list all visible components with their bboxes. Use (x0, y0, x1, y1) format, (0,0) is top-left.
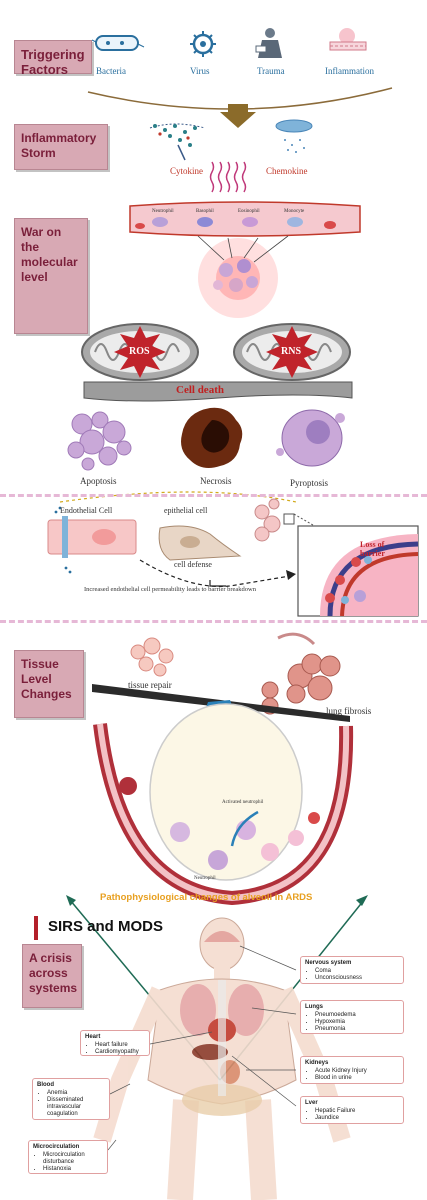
organ-box-lungs: Lungs Pneumoedema Hypoxemia Pneumonia (300, 1000, 404, 1034)
organ-item: Hypoxemia (315, 1019, 399, 1026)
rns-label: RNS (281, 346, 302, 357)
section-crisis-systems: A crisis across systems (22, 944, 82, 1008)
organ-item: Coma (315, 968, 399, 975)
organ-item: Pneumonia (315, 1026, 399, 1033)
organ-title-liver: Lver (305, 1100, 318, 1106)
apoptosis-label: Apoptosis (80, 476, 117, 486)
tissue-repair-icon (130, 637, 174, 677)
section-inflammatory-storm: Inflammatory Storm (14, 124, 108, 170)
chemokine-icon (275, 119, 313, 153)
organ-title-lungs: Lungs (305, 1004, 323, 1010)
inflammation-glow (198, 238, 278, 318)
pyroptosis-icon (276, 409, 345, 467)
pyroptosis-label: Pyroptosis (290, 478, 329, 488)
section-divider-1 (0, 494, 427, 497)
organ-item: Jaundice (315, 1115, 399, 1122)
tissue-repair-label: tissue repair (128, 680, 172, 690)
vessel-cell-neutrophil: Neutrophil (152, 209, 174, 214)
organ-item: Heart failure (95, 1042, 145, 1049)
organ-box-liver: Lver Hepatic Failure Jaundice (300, 1096, 404, 1124)
organ-leader-lines (107, 945, 297, 1151)
organ-title-nervous: Nervous system (305, 960, 352, 966)
organ-item: Blood in urine (315, 1075, 399, 1082)
section-war-molecular: War on the molecular level (14, 218, 88, 334)
endothelial-cell-label: Endothelial Cell (60, 506, 113, 515)
organ-item: Acute Kidney Injury (315, 1068, 399, 1075)
organ-title-blood: Blood (37, 1082, 54, 1088)
section-triggering-factors: Triggering Factors (14, 40, 92, 77)
activated-neutrophil-label: Activated neutrophil (222, 800, 264, 805)
sirs-accent-bar (34, 916, 38, 940)
endothelial-cell-icon (47, 506, 137, 574)
organ-item: Anemia (47, 1090, 105, 1097)
organ-box-blood: Blood Anemia Disseminated intravascular … (32, 1078, 110, 1120)
alveolus-diagram (93, 703, 354, 906)
organ-box-nervous: Nervous system Coma Unconsciousness (300, 956, 404, 984)
neutrophil-label: Neutrophil (194, 876, 216, 881)
organ-item: Cardiomyopathy (95, 1049, 145, 1056)
lung-fibrosis-icon (261, 632, 341, 715)
cytokine-label: Cytokine (170, 166, 203, 176)
organ-title-microcirculation: Microcirculation (33, 1144, 80, 1150)
bacteria-icon (91, 35, 145, 51)
epithelial-cell-icon (158, 525, 242, 561)
alveoli-caption: Pathophysiological changes of alveoli in… (100, 892, 313, 903)
apoptosis-icon (67, 411, 132, 471)
vessel-cell-eosinophil: Eosinophil (238, 209, 260, 214)
section-divider-2 (0, 620, 427, 623)
organ-item: Unconsciousness (315, 975, 399, 982)
section-tissue-level: Tissue Level Changes (14, 650, 84, 718)
ros-burst-icon (114, 326, 166, 378)
organ-title-kidneys: Kidneys (305, 1060, 329, 1066)
trigger-label-virus: Virus (190, 66, 210, 76)
yellow-dashed-link (59, 491, 297, 503)
trauma-icon (255, 28, 282, 58)
organ-box-heart: Heart Heart failure Cardiomyopathy (80, 1030, 150, 1056)
epithelial-cell-label: epithelial cell (164, 506, 208, 515)
organ-box-microcirculation: Microcirculation Microcirculation distur… (28, 1140, 108, 1174)
organ-item: Microcirculation disturbance (43, 1152, 103, 1166)
defense-arrow (209, 580, 226, 587)
organ-box-kidneys: Kidneys Acute Kidney Injury Blood in uri… (300, 1056, 404, 1084)
blood-vessel (129, 201, 361, 237)
ros-label: ROS (129, 346, 150, 357)
barrier-inset (297, 525, 419, 617)
zoom-line (293, 513, 319, 529)
vessel-cell-basophil: Basophil (196, 209, 214, 214)
dashed-arrow-barrier (139, 559, 291, 588)
cytokine-icon (149, 123, 206, 161)
necrosis-label: Necrosis (200, 476, 232, 486)
trigger-label-bacteria: Bacteria (96, 66, 126, 76)
chemokine-label: Chemokine (266, 166, 308, 176)
trigger-label-trauma: Trauma (257, 66, 285, 76)
signal-waves-icon (209, 161, 247, 193)
sirs-mods-title: SIRS and MODS (48, 918, 164, 935)
organ-item: Pneumoedema (315, 1012, 399, 1019)
organ-item: Histanoxia (43, 1166, 103, 1173)
inflammation-icon (329, 28, 367, 51)
virus-icon (190, 31, 216, 57)
organ-title-heart: Heart (85, 1034, 101, 1040)
vessel-cell-monocyte: Monocyte (284, 209, 305, 214)
cell-death-label: Cell death (176, 384, 224, 396)
migration-arrows (197, 235, 289, 263)
alveoli-icon (254, 498, 295, 542)
lung-fibrosis-label: lung fibrosis (326, 706, 372, 716)
trigger-label-inflammation: Inflammation (325, 66, 374, 76)
loss-of-barrier-label: Loss of barrier (360, 540, 385, 558)
down-arrow-1 (220, 104, 256, 128)
rns-burst-icon (266, 326, 318, 378)
necrosis-icon (181, 407, 243, 468)
cell-death-bar (83, 381, 353, 402)
organ-item: Hepatic Failure (315, 1108, 399, 1115)
organ-item: Disseminated intravascular coagulation (47, 1097, 105, 1118)
cell-defense-label: cell defense (174, 560, 212, 569)
barrier-caption: Increased endothelial cell permeability … (84, 586, 256, 593)
